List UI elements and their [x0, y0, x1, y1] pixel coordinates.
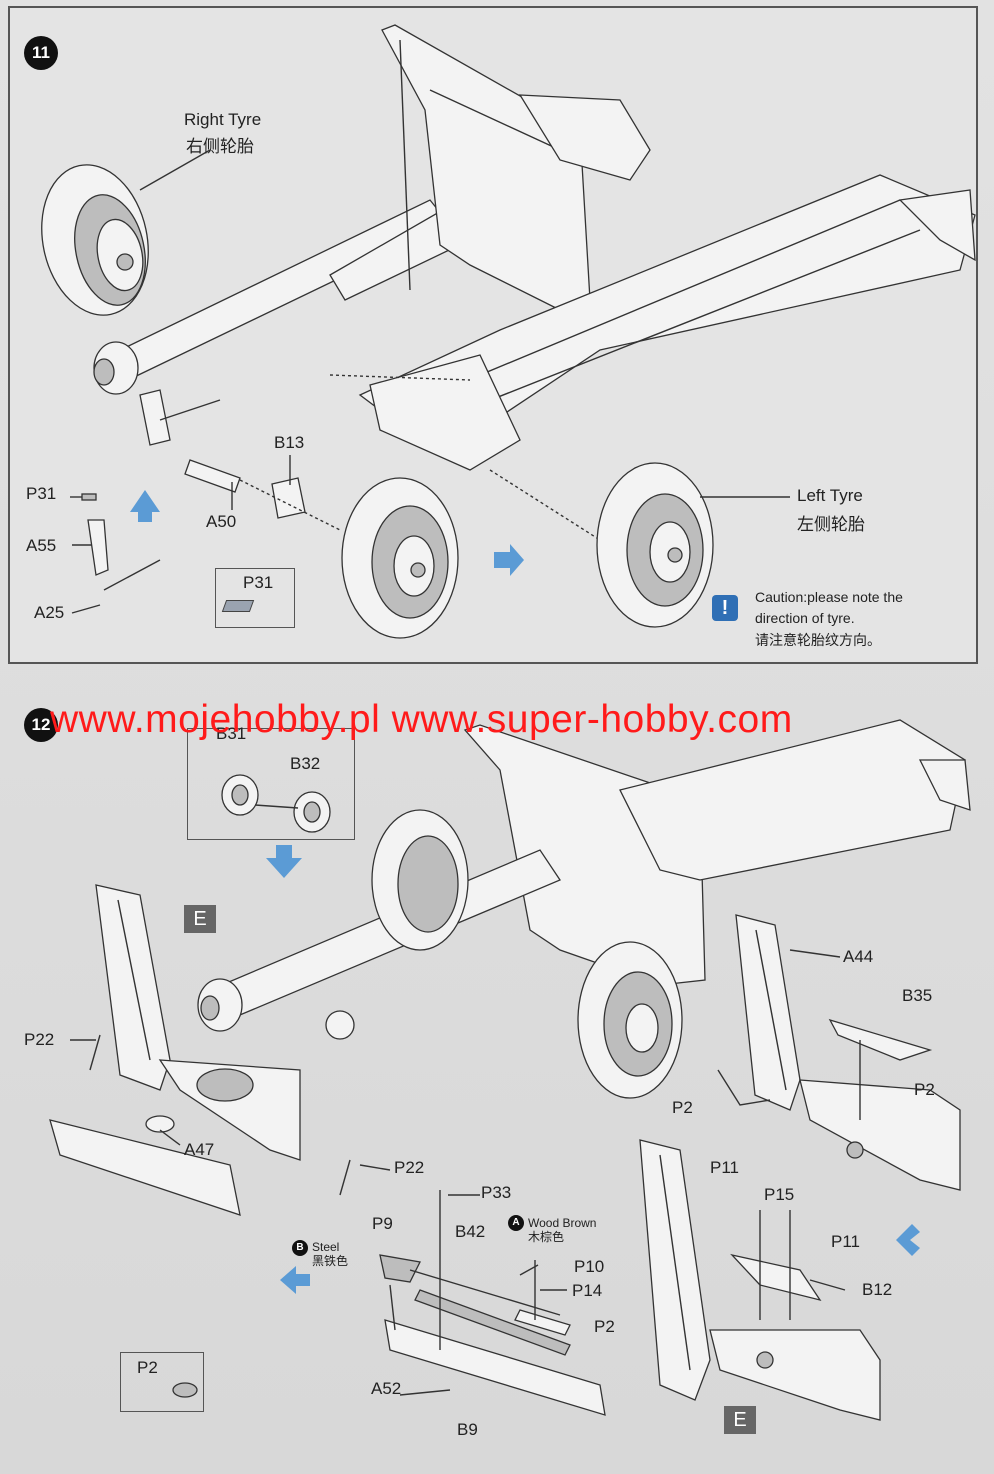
- right-shield-drawing: [717, 914, 961, 1191]
- part-b32: B32: [290, 754, 321, 773]
- left-shield-drawing: [49, 884, 351, 1216]
- caution-text-line1: Caution:please note the: [755, 589, 903, 605]
- lower-shield-drawing: [639, 1139, 881, 1421]
- left-tyre-label-cn: 左侧轮胎: [797, 515, 865, 534]
- paint-b-name-en: Steel: [312, 1240, 340, 1254]
- part-p22-left: P22: [24, 1030, 55, 1049]
- up-arrow: [130, 490, 160, 522]
- down-arrow: [266, 845, 302, 878]
- caution-icon: !: [712, 595, 738, 621]
- right-arrow: [494, 544, 524, 576]
- part-a44: A44: [843, 947, 874, 966]
- left-arrow: [280, 1266, 310, 1294]
- part-b9: B9: [457, 1420, 478, 1439]
- paint-a-badge: A: [508, 1215, 524, 1231]
- left-tyre-label-en: Left Tyre: [797, 486, 863, 505]
- part-p33: P33: [481, 1183, 512, 1202]
- part-p11-right: P11: [831, 1232, 860, 1251]
- gun-shield-drawing: [381, 24, 651, 311]
- b31-b32-inset-box: [187, 728, 355, 840]
- p2-inset-label: P2: [137, 1358, 158, 1377]
- part-b42: B42: [455, 1222, 486, 1241]
- part-p31: P31: [26, 484, 57, 503]
- middle-tyre-drawing: [341, 477, 459, 639]
- part-p9: P9: [372, 1214, 393, 1233]
- gun-trail-drawing: [358, 174, 976, 471]
- part-a50: A50: [206, 512, 237, 531]
- subassembly-e-tag-top: E: [184, 905, 216, 933]
- part-a55: A55: [26, 536, 57, 555]
- right-tyre-label-cn: 右侧轮胎: [186, 137, 254, 156]
- caution-text-cn: 请注意轮胎纹方向。: [755, 632, 881, 648]
- tool-rack-drawing: [379, 1190, 606, 1416]
- part-p14: P14: [572, 1281, 603, 1300]
- paint-b-badge: B: [292, 1240, 308, 1256]
- part-p11-left: P11: [710, 1158, 739, 1177]
- part-b13: B13: [274, 433, 305, 452]
- paint-a-name-cn: 木棕色: [528, 1230, 565, 1244]
- website-watermark: www.mojehobby.pl www.super-hobby.com: [50, 698, 793, 741]
- part-p22-right: P22: [394, 1158, 425, 1177]
- right-tyre-label-en: Right Tyre: [184, 110, 262, 129]
- inset-b31-b32: [221, 774, 331, 833]
- part-a47: A47: [184, 1140, 215, 1159]
- left-tyre-drawing: [596, 462, 714, 628]
- axle-parts-drawing: [81, 374, 601, 591]
- part-p2-left: P2: [672, 1098, 693, 1117]
- part-b31: B31: [216, 724, 247, 743]
- assembled-gun-drawing: [197, 719, 971, 1099]
- part-b35: B35: [902, 986, 933, 1005]
- p2-clip-drawing: [172, 1382, 198, 1398]
- part-p2-small: P2: [594, 1317, 615, 1336]
- step-11-number: 11: [24, 36, 58, 70]
- paint-a-name-en: Wood Brown: [528, 1216, 597, 1230]
- subassembly-e-tag-bottom: E: [724, 1406, 756, 1434]
- paint-b-name-cn: 黑铁色: [312, 1254, 349, 1268]
- down-left-arrow: [896, 1224, 920, 1256]
- part-p2-right: P2: [914, 1080, 935, 1099]
- p31-inset-box: [215, 568, 295, 628]
- step-12-number: 12: [24, 708, 58, 742]
- part-p15: P15: [764, 1185, 795, 1204]
- right-tyre-drawing: [41, 164, 149, 316]
- p31-inset-label: P31: [243, 573, 274, 592]
- p31-part-icon: [221, 600, 255, 612]
- caution-text-line2: direction of tyre.: [755, 610, 855, 626]
- gun-barrel-drawing: [93, 199, 471, 395]
- part-p10: P10: [574, 1257, 605, 1276]
- p2-inset-box: [120, 1352, 204, 1412]
- part-b12: B12: [862, 1280, 893, 1299]
- part-a52: A52: [371, 1379, 402, 1398]
- part-a25: A25: [34, 603, 65, 622]
